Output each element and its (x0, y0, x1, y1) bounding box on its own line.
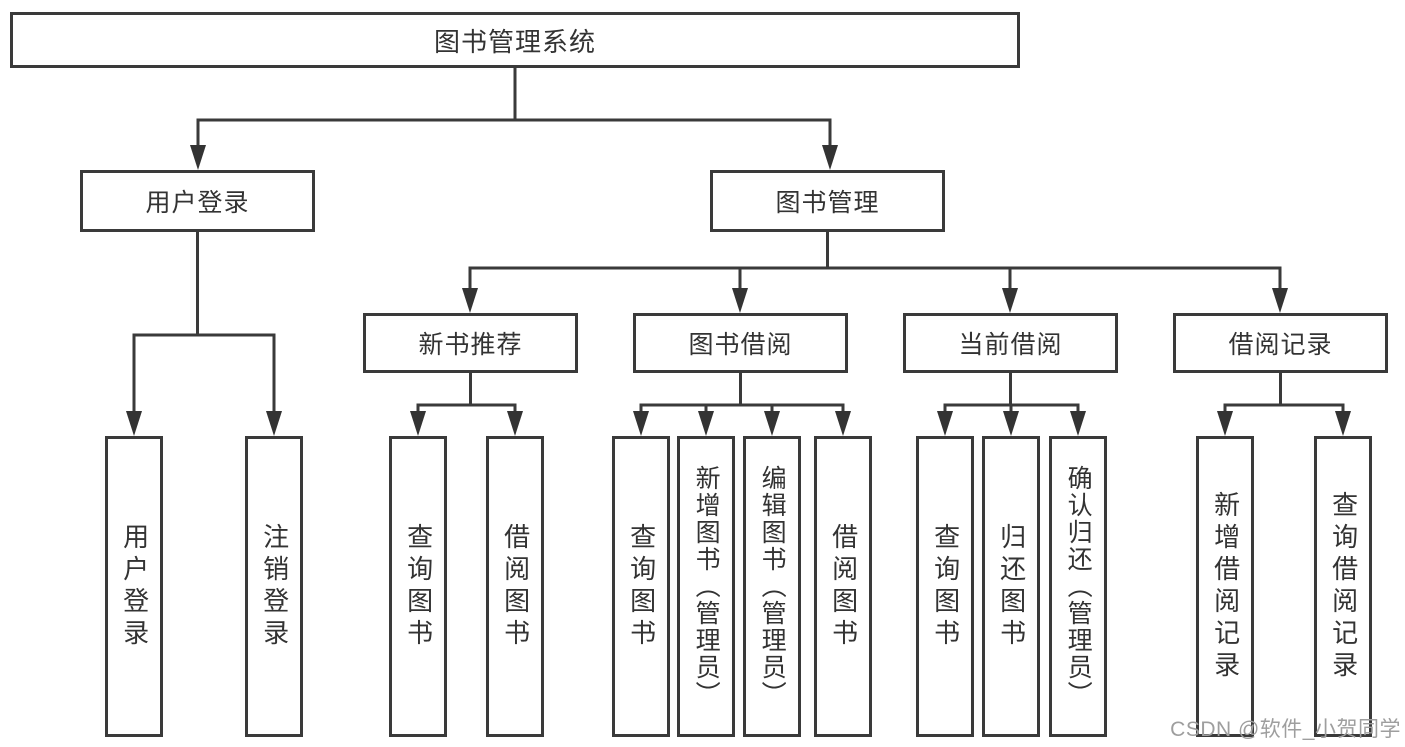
leaf-newbooks-borrow-books: 借阅图书 (486, 436, 544, 737)
node-book-management-label: 图书管理 (775, 189, 880, 217)
node-borrowing-records: 借阅记录 (1173, 313, 1388, 373)
leaf-borrowing-query-books: 查询图书 (612, 436, 670, 737)
leaf-newbooks-query-books-label: 查询图书 (403, 522, 434, 651)
node-borrowing-records-label: 借阅记录 (1228, 331, 1333, 359)
leaf-records-add-record: 新增借阅记录 (1196, 436, 1254, 737)
leaf-borrowing-borrow-books: 借阅图书 (814, 436, 872, 737)
connector-bookmgmt-to-level3 (462, 232, 1288, 313)
leaf-borrowing-edit-books-admin: 编辑图书（管理员） (743, 436, 801, 737)
node-root-system: 图书管理系统 (10, 12, 1020, 68)
node-current-borrowing-label: 当前借阅 (958, 331, 1063, 359)
leaf-user-login-label: 用户登录 (119, 522, 150, 651)
leaf-current-query-books-label: 查询图书 (930, 522, 961, 651)
node-new-book-recommend: 新书推荐 (363, 313, 578, 373)
connector-current-to-leaves (937, 373, 1086, 436)
node-root-label: 图书管理系统 (433, 26, 596, 57)
node-user-login-label: 用户登录 (145, 189, 250, 217)
node-user-login: 用户登录 (80, 170, 315, 232)
leaf-newbooks-query-books: 查询图书 (389, 436, 447, 737)
connector-borrowing-to-leaves (633, 373, 851, 436)
leaf-current-query-books: 查询图书 (916, 436, 974, 737)
leaf-newbooks-borrow-books-label: 借阅图书 (500, 522, 531, 651)
csdn-watermark: CSDN @软件_小贺同学 (1170, 718, 1401, 741)
leaf-logout-label: 注销登录 (259, 522, 290, 651)
node-current-borrowing: 当前借阅 (903, 313, 1118, 373)
connector-root-to-level2 (190, 68, 838, 170)
leaf-current-confirm-return-admin: 确认归还（管理员） (1049, 436, 1107, 737)
leaf-records-query-record: 查询借阅记录 (1314, 436, 1372, 737)
leaf-user-login: 用户登录 (105, 436, 163, 737)
leaf-current-return-books: 归还图书 (982, 436, 1040, 737)
leaf-current-return-books-label: 归还图书 (996, 522, 1027, 651)
leaf-borrowing-borrow-books-label: 借阅图书 (828, 522, 859, 651)
connector-userlogin-to-leaves (126, 232, 282, 436)
connector-newbooks-to-leaves (410, 373, 523, 436)
leaf-records-add-record-label: 新增借阅记录 (1210, 490, 1241, 683)
leaf-borrowing-add-books-admin: 新增图书（管理员） (677, 436, 735, 737)
leaf-logout: 注销登录 (245, 436, 303, 737)
node-book-management: 图书管理 (710, 170, 945, 232)
leaf-current-confirm-return-admin-label: 确认归还（管理员） (1064, 465, 1093, 708)
node-new-book-recommend-label: 新书推荐 (418, 331, 523, 359)
connector-records-to-leaves (1217, 373, 1351, 436)
leaf-borrowing-edit-books-admin-label: 编辑图书（管理员） (758, 465, 787, 708)
leaf-records-query-record-label: 查询借阅记录 (1328, 490, 1359, 683)
leaf-borrowing-query-books-label: 查询图书 (626, 522, 657, 651)
leaf-borrowing-add-books-admin-label: 新增图书（管理员） (692, 465, 721, 708)
node-book-borrowing: 图书借阅 (633, 313, 848, 373)
node-book-borrowing-label: 图书借阅 (688, 331, 793, 359)
